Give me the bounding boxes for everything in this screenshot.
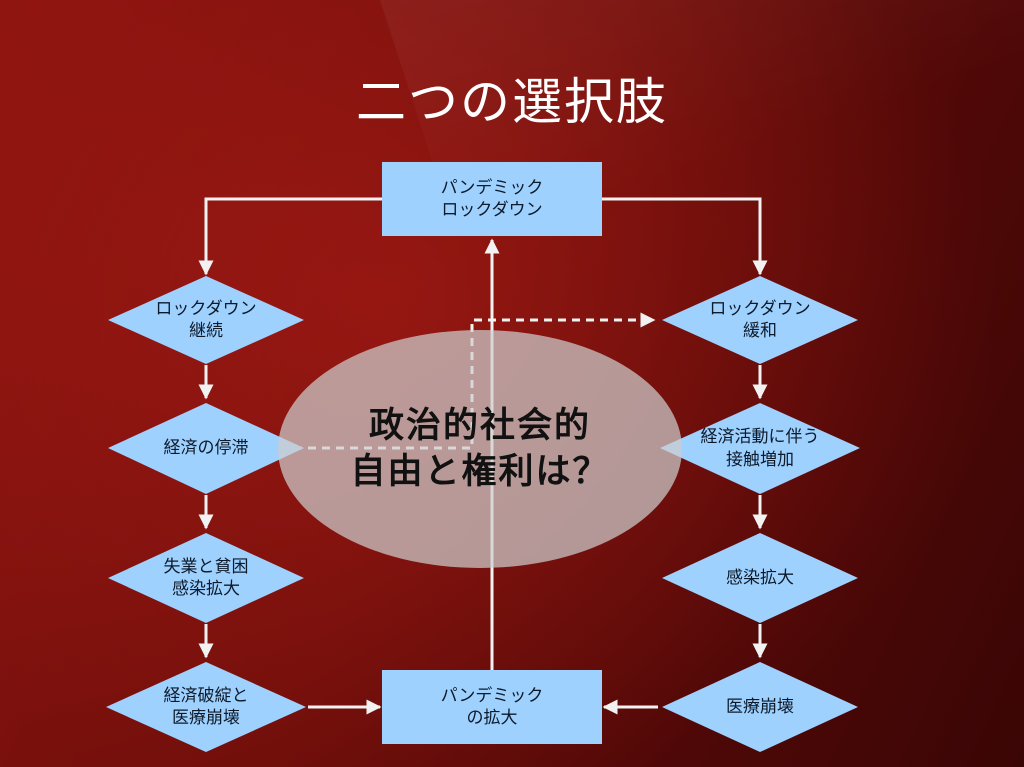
right-node-4-label: 医療崩壊 bbox=[726, 696, 794, 717]
right-diamond-1 bbox=[662, 276, 858, 364]
left-node-2-label: 経済の停滞 bbox=[163, 438, 249, 459]
connector-top-to-left bbox=[198, 197, 382, 276]
left-diamond-1 bbox=[108, 276, 304, 364]
top-box-shape bbox=[382, 162, 602, 236]
connector-top-to-right bbox=[602, 197, 768, 276]
left-diamond-4 bbox=[106, 662, 306, 752]
left-node-1-label: ロックダウン 継続 bbox=[155, 298, 257, 341]
left-node-3-label: 失業と貧困 感染拡大 bbox=[163, 556, 249, 599]
slide-title: 二つの選択肢 bbox=[356, 73, 668, 131]
left-node-4-label: 経済破綻と 医療崩壊 bbox=[163, 685, 249, 728]
top-box-label: パンデミック ロックダウン bbox=[440, 177, 544, 220]
right-node-2-label: 経済活動に伴う 接触増加 bbox=[700, 427, 820, 470]
center-oval bbox=[278, 330, 682, 568]
right-node-3-label: 感染拡大 bbox=[726, 567, 794, 588]
center-question: 政治的社会的 自由と権利は？ bbox=[350, 405, 610, 492]
right-diamond-4 bbox=[662, 662, 858, 752]
left-diamond-3 bbox=[108, 533, 304, 623]
bottom-box-label: パンデミック の拡大 bbox=[440, 685, 544, 728]
bottom-box-shape bbox=[382, 670, 602, 744]
right-diamond-2 bbox=[660, 403, 860, 494]
right-node-1-label: ロックダウン 緩和 bbox=[709, 298, 811, 341]
right-diamond-3 bbox=[662, 533, 858, 623]
left-diamond-2 bbox=[108, 403, 304, 494]
